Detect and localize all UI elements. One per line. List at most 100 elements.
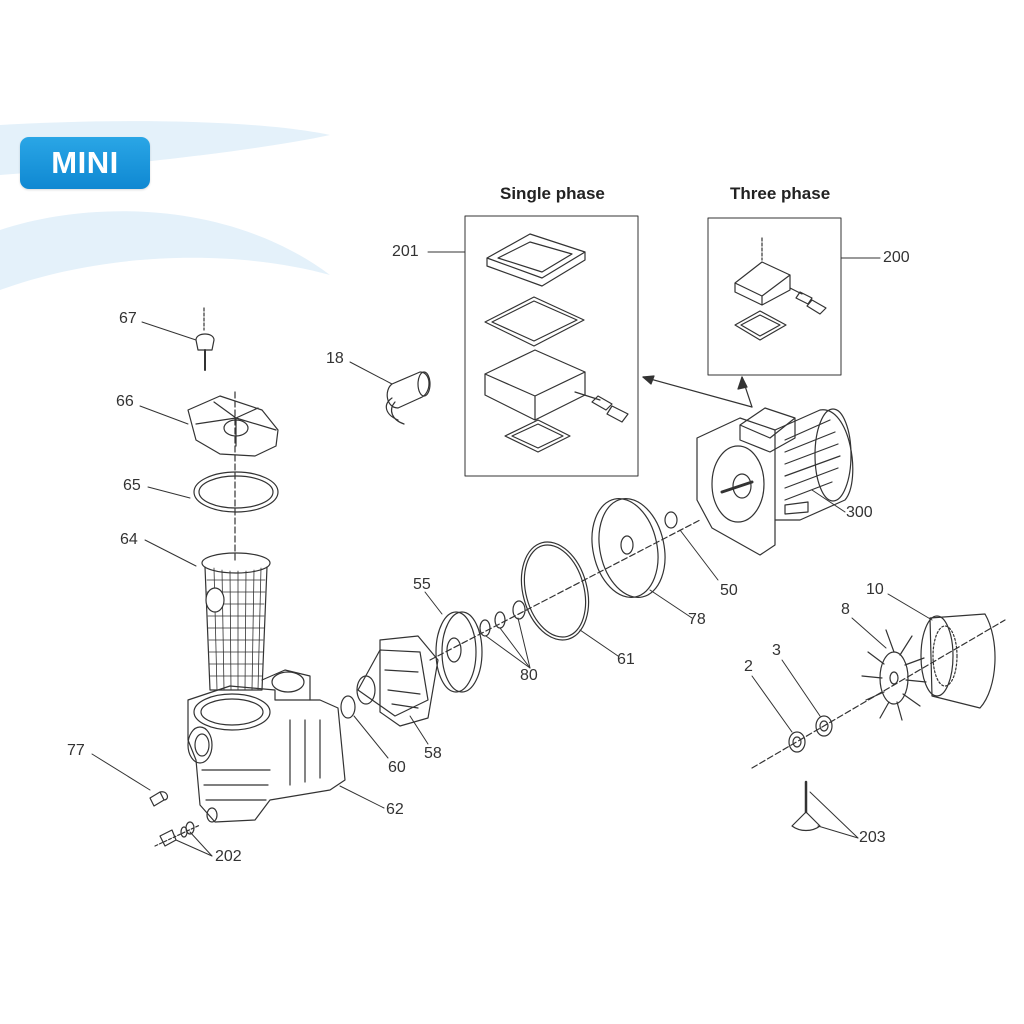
pump-housing <box>187 669 346 823</box>
three-phase-terminal <box>734 261 791 306</box>
three-phase-terminal-box-panel <box>707 217 842 376</box>
motor-flange-face <box>711 445 765 523</box>
callout-60: 60 <box>388 759 406 776</box>
main-axis <box>429 519 701 661</box>
callout-66: 66 <box>116 393 134 410</box>
diffuser-o-ring <box>340 695 356 719</box>
terminal-gasket <box>484 296 585 347</box>
diffuser-cone <box>357 649 429 717</box>
capacitor <box>385 371 431 425</box>
leader-300 <box>811 489 846 513</box>
leader-203b <box>817 825 859 839</box>
fan-cover-rim <box>920 615 954 697</box>
motor-fins <box>784 419 841 501</box>
single-phase-frame <box>464 215 639 477</box>
leader-3 <box>781 659 821 717</box>
three-phase-gland <box>789 287 827 315</box>
leader-62 <box>339 785 385 809</box>
three-phase-gasket <box>734 310 787 341</box>
callout-203: 203 <box>859 829 886 846</box>
leader-2 <box>751 675 793 733</box>
housing-outline <box>187 685 346 823</box>
leader-202a <box>175 839 213 857</box>
diffuser-vanes <box>384 669 421 709</box>
plug-body <box>159 829 177 847</box>
motor-shaft <box>720 480 754 494</box>
callout-8: 8 <box>841 601 850 618</box>
leader-18 <box>349 361 393 385</box>
leader-80c <box>517 617 531 669</box>
fan-center <box>889 671 899 685</box>
impeller-disc <box>435 611 477 693</box>
seal-ring-b <box>494 611 506 629</box>
motor-flange <box>696 417 776 556</box>
callout-200: 200 <box>883 249 910 266</box>
callout-77: 77 <box>67 742 85 759</box>
foot-base <box>791 811 821 832</box>
leader-66 <box>139 405 189 425</box>
three-phase-frame <box>707 217 842 376</box>
callout-10: 10 <box>866 581 884 598</box>
callout-78: 78 <box>688 611 706 628</box>
seal-plate-o-ring <box>520 541 590 641</box>
diffuser <box>356 635 439 727</box>
basket-side-port <box>205 587 225 613</box>
lid-o-ring-inner <box>198 475 274 509</box>
drain-plug-77 <box>149 791 169 807</box>
strainer-basket <box>201 552 271 691</box>
leader-80b <box>499 627 531 669</box>
basket-body <box>204 566 268 691</box>
leader-65 <box>147 486 191 499</box>
basket-rim <box>201 552 271 574</box>
housing-outlet-port <box>271 671 305 693</box>
motor-end-cap <box>814 408 852 502</box>
callout-201: 201 <box>392 243 419 260</box>
seal-ring-c <box>512 600 526 620</box>
callout-18: 18 <box>326 350 344 367</box>
leader-203a <box>809 791 859 839</box>
fan-cover-shell <box>929 613 996 709</box>
terminal-box-body <box>484 349 586 421</box>
cable-gland <box>574 391 629 423</box>
callout-65: 65 <box>123 477 141 494</box>
leader-80a <box>485 635 531 669</box>
arrow-single-phase <box>642 376 753 408</box>
slinger-ring <box>664 511 678 529</box>
housing-drain <box>206 807 218 823</box>
three-phase-title: Three phase <box>730 184 831 203</box>
plug-tip <box>185 821 195 835</box>
bearing-3 <box>815 715 833 737</box>
terminal-bottom-gasket <box>504 419 571 453</box>
model-badge: MINI <box>20 137 150 189</box>
motor <box>696 407 854 556</box>
housing-inlet-inner <box>194 733 210 757</box>
lid-knob <box>195 307 215 371</box>
callout-55: 55 <box>413 576 431 593</box>
leader-50 <box>679 529 719 581</box>
bearing-2-inner <box>792 736 802 748</box>
single-phase-title: Single phase <box>500 184 605 203</box>
arrowhead-single <box>642 375 655 385</box>
impeller <box>435 611 483 693</box>
callout-2: 2 <box>744 658 753 675</box>
diffuser-eye <box>356 675 376 705</box>
callout-61: 61 <box>617 651 635 668</box>
callout-62: 62 <box>386 801 404 818</box>
seal-plate <box>591 498 666 598</box>
lid-center <box>223 419 249 437</box>
fan-hub <box>879 651 909 705</box>
lid-ribs <box>195 401 277 447</box>
seal-plate-hole <box>620 535 634 555</box>
lid-outline <box>187 395 279 457</box>
strainer-lid <box>187 395 279 457</box>
leader-61 <box>579 629 619 657</box>
leader-lines <box>91 251 933 857</box>
wave-shape-lower <box>0 211 330 290</box>
capacitor-wires <box>385 397 405 425</box>
motor-foot <box>784 501 809 515</box>
callout-202: 202 <box>215 848 242 865</box>
fan-cover-grill <box>932 625 958 687</box>
leader-67 <box>141 321 197 341</box>
seal-plate-rim <box>598 498 666 598</box>
